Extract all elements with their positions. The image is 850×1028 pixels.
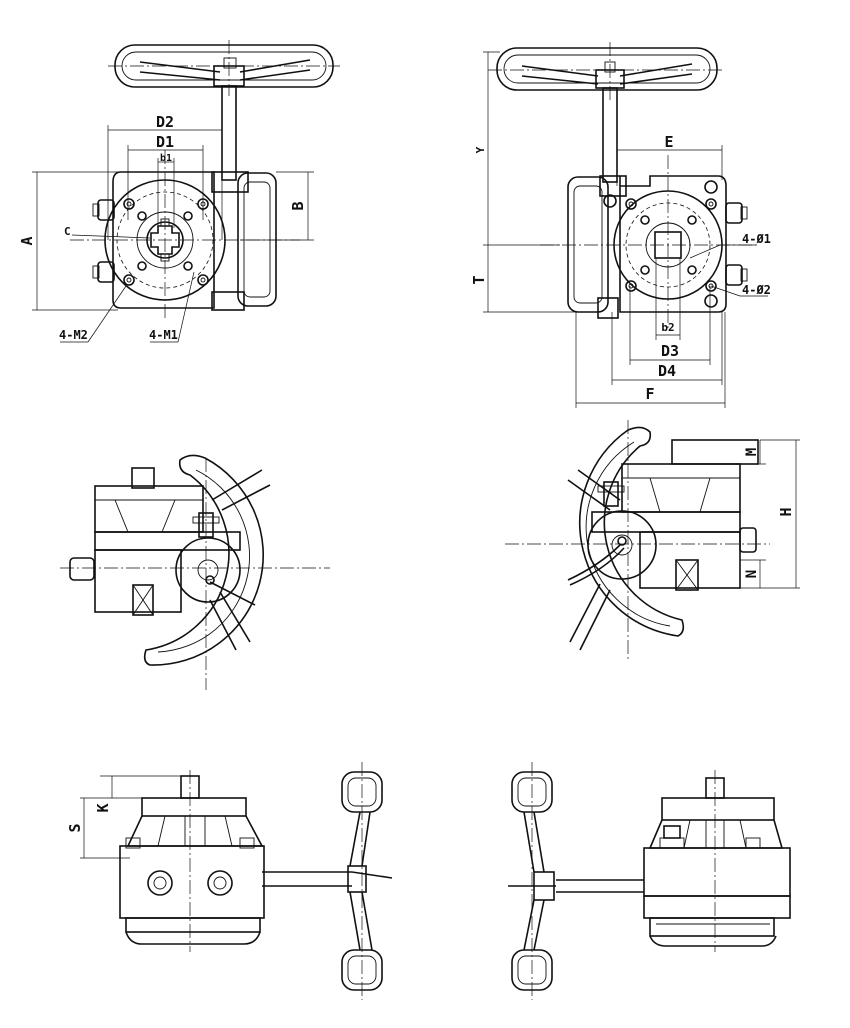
- label-b1: b1: [160, 153, 172, 164]
- view-bottom-left: S K: [66, 762, 393, 1000]
- label-D3: D3: [661, 342, 679, 360]
- dims-bottom-left: [80, 775, 181, 859]
- side-bolts-top-right: [725, 202, 748, 286]
- handwheel-profile-bottom-right: [511, 762, 555, 1000]
- view-top-right: Y T E 4-Ø1 4-Ø2 b2 D3 D4 F: [470, 42, 771, 408]
- view-middle-right: M H N: [505, 420, 800, 660]
- handwheel-profile-bottom-left: [341, 762, 383, 1000]
- view-middle-left: [60, 454, 330, 690]
- label-B: B: [289, 201, 307, 210]
- label-F: F: [645, 385, 654, 403]
- label-C: C: [64, 225, 71, 238]
- side-bolts-top-left: [92, 199, 115, 283]
- label-M: M: [744, 448, 760, 456]
- bolt-holes-top-right: [603, 180, 718, 308]
- gearbox-body-middle-left: [94, 549, 182, 613]
- label-D1: D1: [156, 133, 174, 151]
- handwheel-top-right: [488, 42, 725, 100]
- label-4-M1: 4-M1: [149, 328, 178, 342]
- handwheel-top-left: [108, 40, 340, 96]
- label-4-O1: 4-Ø1: [742, 232, 771, 246]
- label-T: T: [470, 275, 488, 284]
- shaft-top-left: [221, 85, 237, 181]
- gearbox-body-bottom-right: [643, 847, 791, 897]
- dims-top-left: [32, 125, 314, 343]
- label-N: N: [744, 570, 760, 578]
- label-H: H: [777, 507, 795, 516]
- bolt-holes-top-left: [123, 198, 209, 286]
- shaft-stub-middle-left: [131, 467, 155, 489]
- label-K: K: [94, 803, 112, 812]
- label-D4: D4: [658, 362, 676, 380]
- label-Y: Y: [474, 146, 487, 153]
- view-top-left: D2 D1 b1 C A B 4-M2 4-M1: [18, 40, 340, 343]
- label-4-O2: 4-Ø2: [742, 283, 771, 297]
- gearbox-body-top-right: [619, 175, 727, 313]
- label-A: A: [18, 236, 36, 245]
- label-b2: b2: [661, 321, 674, 334]
- label-S: S: [66, 823, 84, 832]
- gearbox-body-bottom-left: [119, 845, 265, 919]
- dims-top-right: [483, 51, 768, 408]
- side-box-top-right: [567, 175, 627, 319]
- wheel-arc-middle-right: [579, 426, 685, 637]
- label-E: E: [664, 133, 673, 151]
- dims-middle-right: [740, 439, 800, 589]
- view-bottom-right: [508, 762, 791, 1000]
- side-box-top-left: [211, 171, 277, 311]
- wheel-arc-middle-left: [143, 454, 264, 666]
- label-4-M2: 4-M2: [59, 328, 88, 342]
- label-D2: D2: [156, 113, 174, 131]
- star-bore: [150, 225, 180, 255]
